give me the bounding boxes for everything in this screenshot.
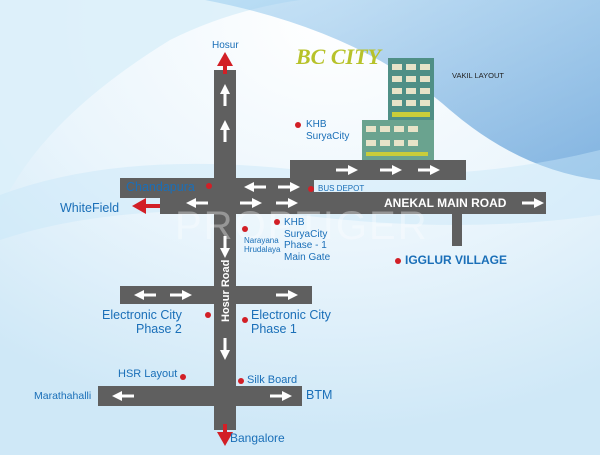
label-anekal-main-road: ANEKAL MAIN ROAD	[384, 196, 507, 210]
label-hosur-road: Hosur Road	[220, 259, 232, 322]
pin-bus-depot	[308, 186, 314, 192]
label-vakil-layout: VAKIL LAYOUT	[452, 71, 504, 80]
label-khb-phase1-gate: KHB SuryaCity Phase - 1 Main Gate	[284, 217, 331, 263]
pin-khb-suryacity	[295, 122, 301, 128]
label-ec-phase2: Electronic City Phase 2	[102, 308, 182, 337]
direction-arrows	[132, 52, 233, 446]
swoosh-left	[0, 0, 300, 210]
label-ec-phase1: Electronic City Phase 1	[251, 308, 331, 337]
pin-chandapura	[206, 183, 212, 189]
pin-narayana-hrudalaya	[242, 226, 248, 232]
watermark: PROPTIGER	[175, 204, 429, 248]
pin-khb-phase1-gate	[274, 219, 280, 225]
pin-hsr-layout	[180, 374, 186, 380]
label-hsr-layout: HSR Layout	[118, 368, 178, 380]
pin-igglur-village	[395, 258, 401, 264]
pin-ec-phase1	[242, 317, 248, 323]
project-title: BC CITY	[296, 44, 381, 69]
pin-silk-board	[238, 378, 244, 384]
label-bus-depot: BUS DEPOT	[318, 184, 365, 193]
label-silk-board: Silk Board	[247, 374, 298, 386]
label-btm: BTM	[306, 388, 333, 402]
label-chandapura: Chandapura	[126, 180, 195, 194]
label-marathahalli: Marathahalli	[34, 390, 92, 402]
road-network	[98, 70, 546, 430]
label-bangalore: Bangalore	[230, 431, 285, 445]
label-igglur-village: IGGLUR VILLAGE	[405, 253, 507, 267]
lane-arrows	[112, 84, 544, 401]
swoosh-right	[205, 0, 600, 180]
label-whitefield: WhiteField	[60, 201, 120, 215]
label-khb-suryacity: KHB SuryaCity	[306, 119, 350, 142]
pin-ec-phase2	[205, 312, 211, 318]
label-hosur: Hosur	[212, 40, 239, 51]
bc-city-buildings	[362, 58, 434, 160]
label-narayana-hrudalaya: Narayana Hrudalaya	[244, 236, 281, 255]
